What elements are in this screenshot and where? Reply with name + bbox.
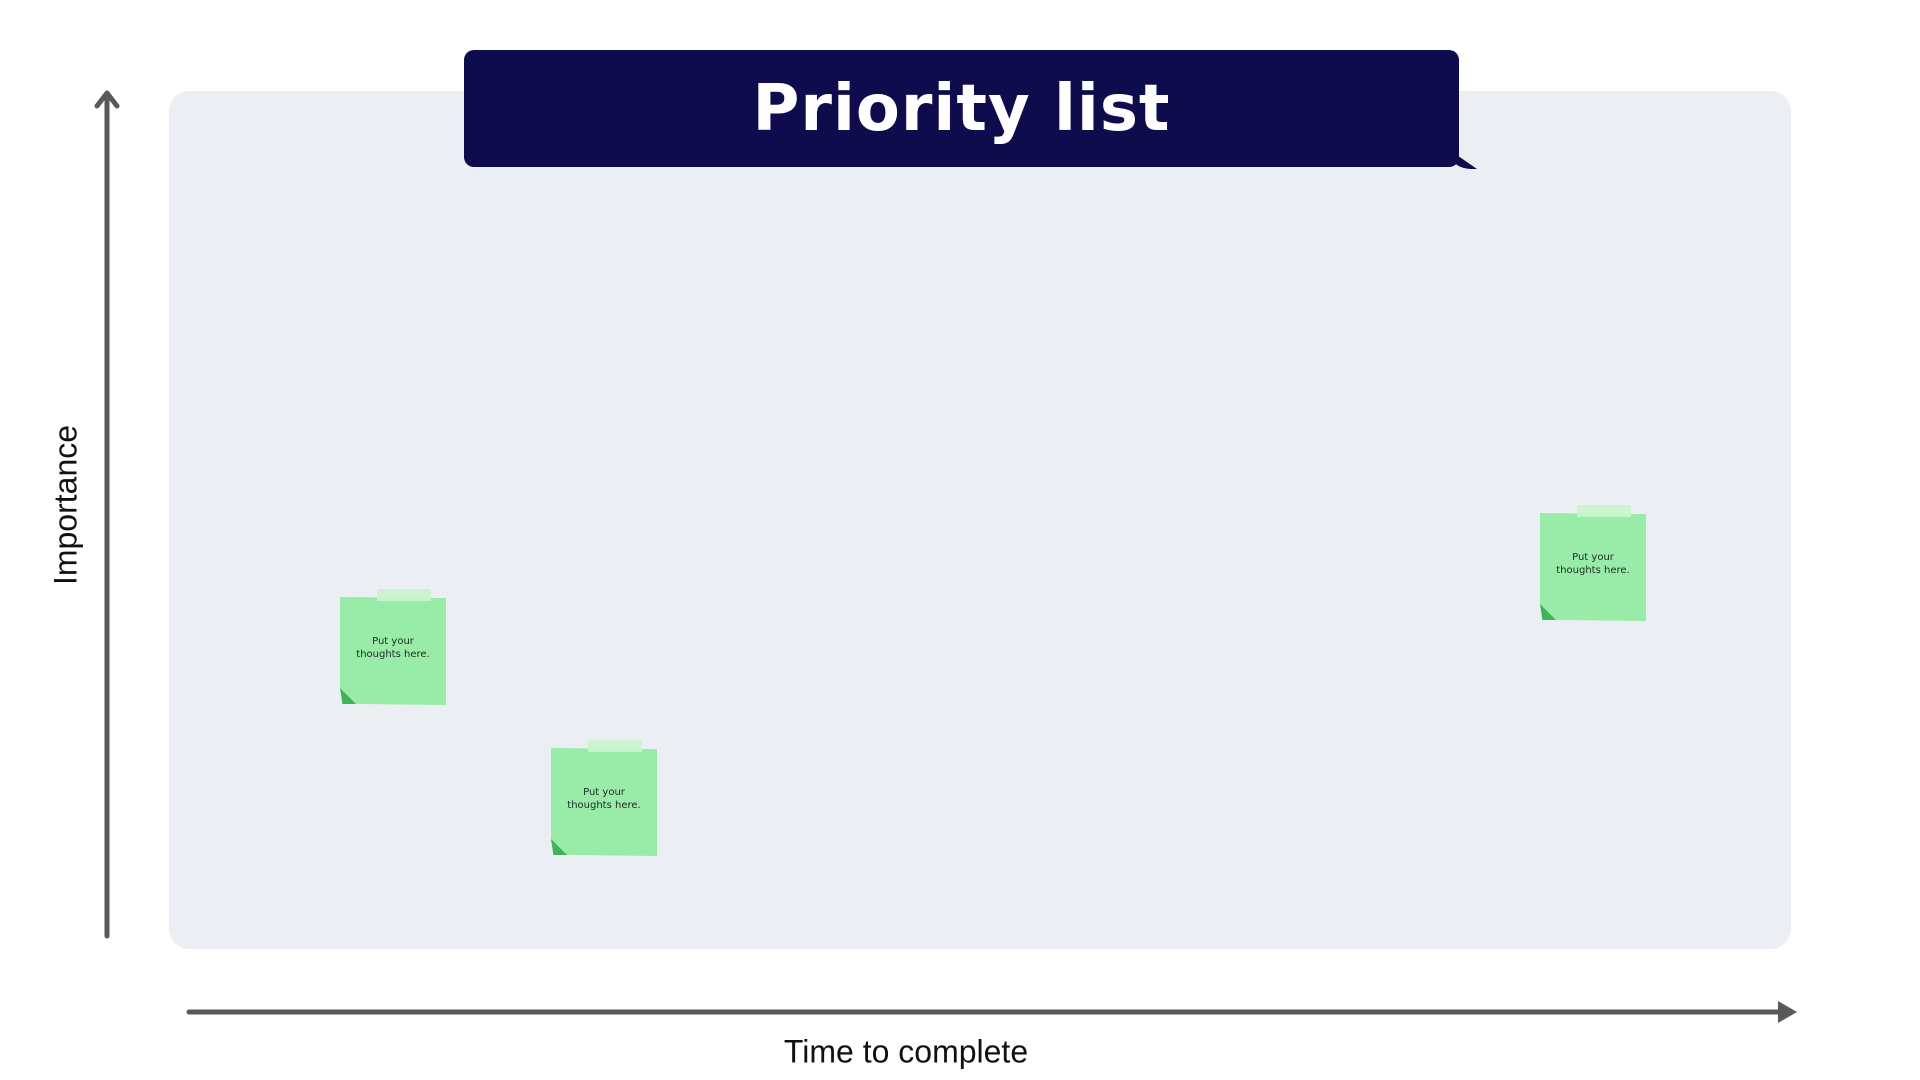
sticky-note-paper [551,748,657,856]
y-axis-label: Importance [47,424,84,586]
sticky-note-tape [1577,505,1631,517]
page-title: Priority list [752,71,1171,146]
sticky-note-paper [340,597,446,705]
sticky-note-tape [588,740,642,752]
sticky-note-paper [1540,513,1646,621]
x-axis-label: Time to complete [783,1033,1029,1070]
sticky-note-text[interactable]: Put your thoughts here. [567,787,641,811]
sticky-note[interactable]: Put your thoughts here. [1540,505,1646,621]
sticky-note-text[interactable]: Put your thoughts here. [356,636,430,660]
y-axis-arrow [94,90,120,939]
sticky-note[interactable]: Put your thoughts here. [340,589,446,705]
priority-board [169,91,1791,949]
sticky-note-text[interactable]: Put your thoughts here. [1556,552,1630,576]
title-banner: Priority list [464,50,1477,169]
sticky-note[interactable]: Put your thoughts here. [551,740,657,856]
x-axis-arrow [186,1001,1797,1023]
sticky-note-tape [377,589,431,601]
